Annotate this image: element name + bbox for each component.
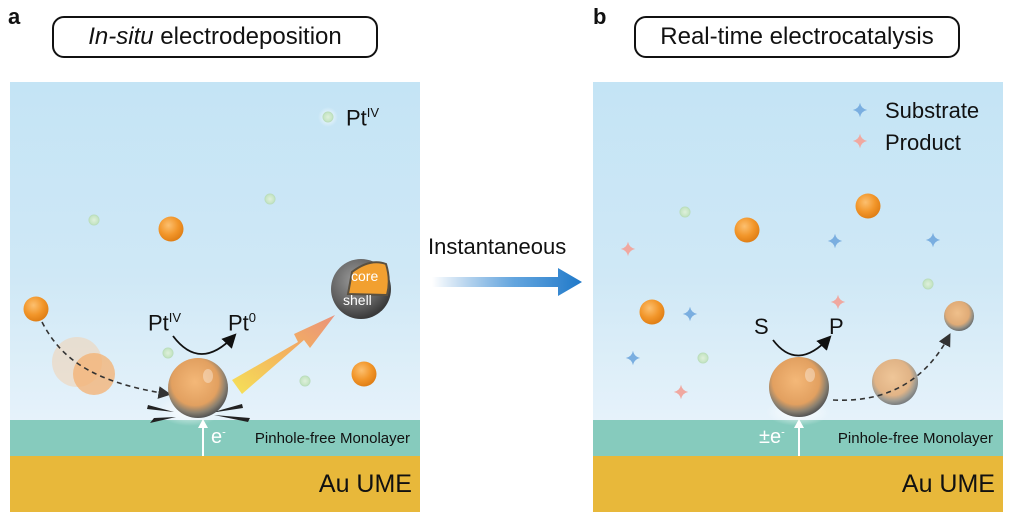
product-sup: 0 xyxy=(248,310,257,325)
collision-spike xyxy=(214,415,250,422)
reactant-sup: IV xyxy=(168,310,182,325)
catalyst-nanoparticle xyxy=(769,357,829,417)
electrode-label: Au UME xyxy=(901,470,995,498)
product-molecule xyxy=(620,241,636,257)
growth-arrow xyxy=(232,315,335,394)
nanoparticle xyxy=(734,217,760,243)
panel-b-title: Real-time electrocatalysis xyxy=(634,16,960,58)
pt-ion xyxy=(922,278,934,290)
legend-pt: PtIV xyxy=(346,105,379,131)
particle-highlight xyxy=(805,368,815,382)
pt-ion xyxy=(162,347,174,359)
legend-pt-sup: IV xyxy=(366,105,380,120)
panel-a-letter: a xyxy=(8,4,21,29)
shell-label: shell xyxy=(343,292,372,308)
panel-a-title-rest: electrodeposition xyxy=(153,23,342,50)
electron-arrow-head xyxy=(198,419,208,428)
transition-arrow xyxy=(432,268,582,296)
panel-b-graphics xyxy=(620,102,974,456)
green-dot-icon xyxy=(322,111,334,123)
monolayer-label: Pinhole-free Monolayer xyxy=(254,430,410,447)
collision-spike xyxy=(147,405,174,412)
au-electrode xyxy=(10,456,420,512)
pt-ion xyxy=(697,352,709,364)
core-cutaway xyxy=(346,261,390,297)
reaction-product: Pt0 xyxy=(228,310,256,336)
substrate-molecule xyxy=(827,233,843,249)
panel-b-scene: Substrate Product S P ±e- Pinhole-free M… xyxy=(593,82,1003,512)
core-shell-nanoparticle xyxy=(168,358,228,418)
au-electrode xyxy=(593,456,1003,512)
pink-star-icon xyxy=(852,133,868,149)
pt-ion xyxy=(299,375,311,387)
electron-label: e- xyxy=(211,426,226,449)
electron-text: ±e xyxy=(759,426,782,448)
panel-a-title: In-situ electrodeposition xyxy=(52,16,378,58)
core-label: core xyxy=(351,268,379,284)
particle-highlight xyxy=(203,369,213,383)
transition-arrow-shape xyxy=(432,268,582,296)
product-molecule xyxy=(830,294,846,310)
legend-substrate: Substrate xyxy=(885,98,980,123)
substrate-molecule xyxy=(625,350,641,366)
nanoparticle xyxy=(158,216,184,242)
reactant-label: Pt xyxy=(148,310,169,336)
pt-ion xyxy=(88,214,100,226)
substrate-molecule xyxy=(682,306,698,322)
nanoparticle xyxy=(855,193,881,219)
panel-b-letter: b xyxy=(593,4,607,29)
panel-a-graphics xyxy=(23,107,391,456)
electron-sup: - xyxy=(222,426,226,439)
substrate-label: S xyxy=(754,314,769,339)
pt-ion xyxy=(679,206,691,218)
nanoparticle xyxy=(351,361,377,387)
trajectory-arrow xyxy=(41,321,172,399)
legend-pt-label: Pt xyxy=(346,105,367,131)
departing-nanoparticle xyxy=(944,301,974,331)
electron-sup: - xyxy=(781,426,785,439)
transition-label: Instantaneous xyxy=(428,234,567,259)
panel-a-title-italic: In-situ xyxy=(88,23,154,50)
electron-arrow-head xyxy=(794,419,804,428)
substrate-molecule xyxy=(925,232,941,248)
product-molecule xyxy=(673,384,689,400)
electrode-label: Au UME xyxy=(318,470,412,498)
collision-spike xyxy=(210,404,243,413)
legend-product: Product xyxy=(885,130,961,155)
panel-a-scene: PtIV PtIV Pt0 core shell e- Pinhole-free… xyxy=(10,82,420,512)
electron-text: e xyxy=(211,426,223,448)
monolayer-label: Pinhole-free Monolayer xyxy=(837,430,993,447)
particle-trajectory-ghost xyxy=(73,353,115,395)
nanoparticle xyxy=(23,296,49,322)
blue-star-icon xyxy=(852,102,868,118)
monolayer-layer xyxy=(10,420,420,456)
product-label: Pt xyxy=(228,310,249,336)
reaction-reactant: PtIV xyxy=(148,310,181,336)
pt-ion xyxy=(264,193,276,205)
reaction-arrow xyxy=(172,333,237,355)
electron-label: ±e- xyxy=(759,426,785,449)
nanoparticle xyxy=(639,299,665,325)
catalysis-arrow xyxy=(772,335,832,357)
departing-nanoparticle xyxy=(872,359,918,405)
collision-spike xyxy=(150,417,176,423)
product-label: P xyxy=(829,314,844,339)
